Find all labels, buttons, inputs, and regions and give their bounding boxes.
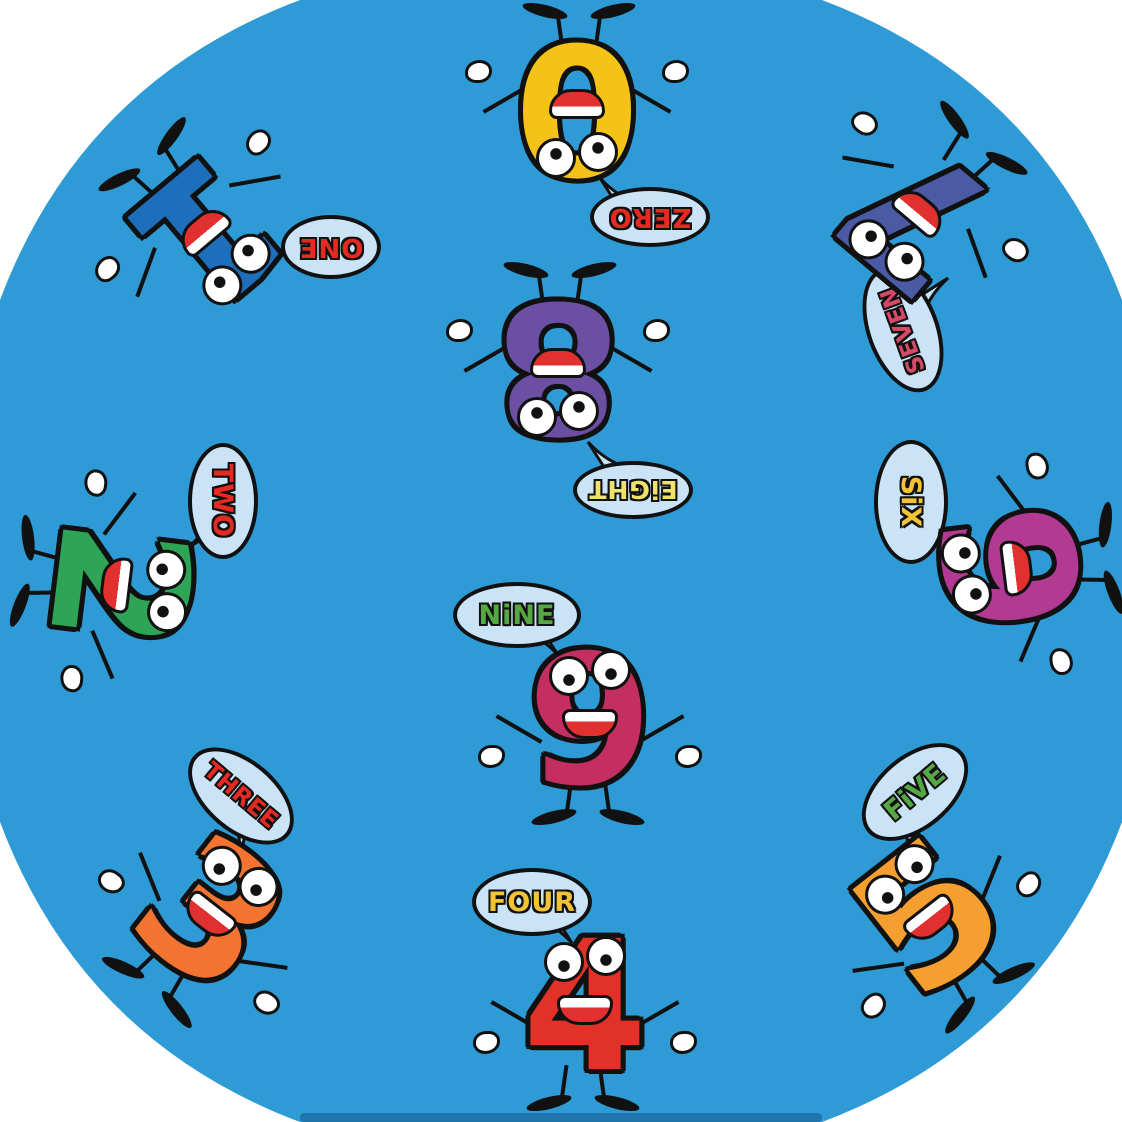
- character-four: 4: [500, 893, 670, 1122]
- eyes: [544, 939, 626, 983]
- mat-edge-shading: [300, 1113, 822, 1122]
- character-eight: 8: [473, 180, 643, 480]
- eyes: [138, 547, 192, 634]
- speech-bubble-four: FOUR: [472, 868, 592, 936]
- character-seven: 7: [779, 17, 1102, 356]
- number-word-nine: NiNE: [478, 599, 556, 631]
- mouth: [549, 89, 605, 119]
- number-word-four: FOUR: [487, 886, 577, 918]
- character-three: 3: [29, 772, 348, 1113]
- speech-bubble-nine: NiNE: [453, 582, 581, 648]
- character-nine: 9: [505, 607, 675, 907]
- character-five: 5: [792, 775, 1111, 1116]
- mouth: [562, 709, 618, 739]
- mouth: [557, 995, 613, 1025]
- eyes: [536, 131, 618, 175]
- eyes: [549, 653, 631, 697]
- mouth: [530, 348, 586, 378]
- eyes: [517, 390, 599, 434]
- character-one: 1: [21, 36, 344, 375]
